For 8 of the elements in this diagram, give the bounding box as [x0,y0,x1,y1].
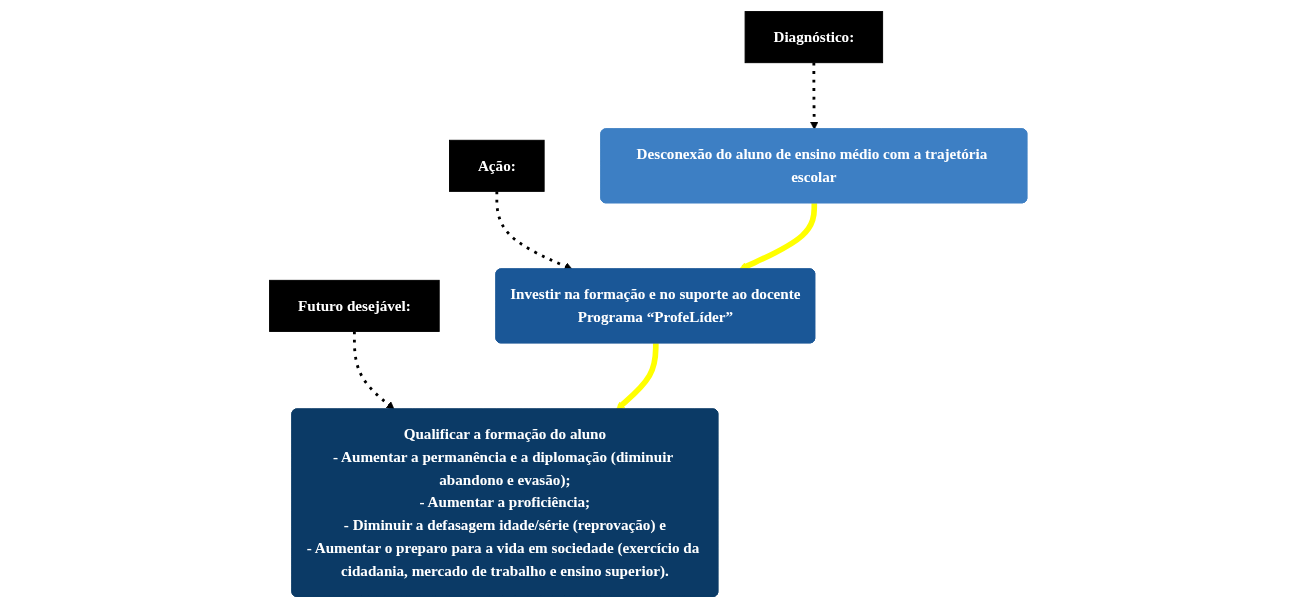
node-box: Futuro desejável: [269,279,440,332]
arrow [739,202,818,270]
node-box: Ação: [449,139,545,192]
arrow [495,190,573,270]
arrow [616,342,659,410]
arrow [810,62,819,130]
arrow [353,330,395,410]
node-box: Diagnóstico: [744,10,884,63]
